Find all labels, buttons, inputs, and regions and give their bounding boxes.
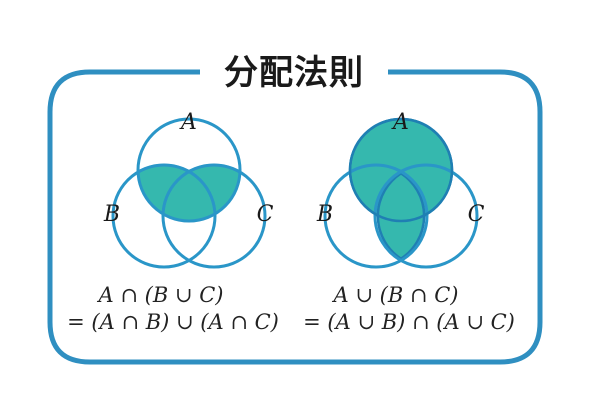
label-a-left: A [179,110,197,135]
formula-left-line1: A ∩ (B ∪ C) [97,283,224,307]
formula-right-line2: = (A ∪ B) ∩ (A ∪ C) [303,310,515,334]
label-c-right: C [468,202,485,227]
circle-b-right [323,163,429,269]
formula-right-line1: A ∪ (B ∩ C) [332,283,459,307]
label-b-right: B [316,202,333,227]
venn-right: A B C [316,110,485,269]
circle-c-left [161,163,267,269]
venn-left: A B C [103,110,274,269]
label-a-right: A [391,110,409,135]
shaded-region-right-bc [376,172,426,260]
page-title: 分配法則 [224,53,364,93]
shaded-region-left [138,163,240,221]
frame-border [47,69,543,365]
label-b-left: B [103,202,120,227]
circle-a-left [136,117,242,223]
formula-left-line2: = (A ∩ B) ∪ (A ∩ C) [67,310,279,334]
label-c-left: C [257,202,274,227]
circle-a-right [348,117,454,223]
circle-c-right [373,163,479,269]
circle-b-left [111,163,217,269]
